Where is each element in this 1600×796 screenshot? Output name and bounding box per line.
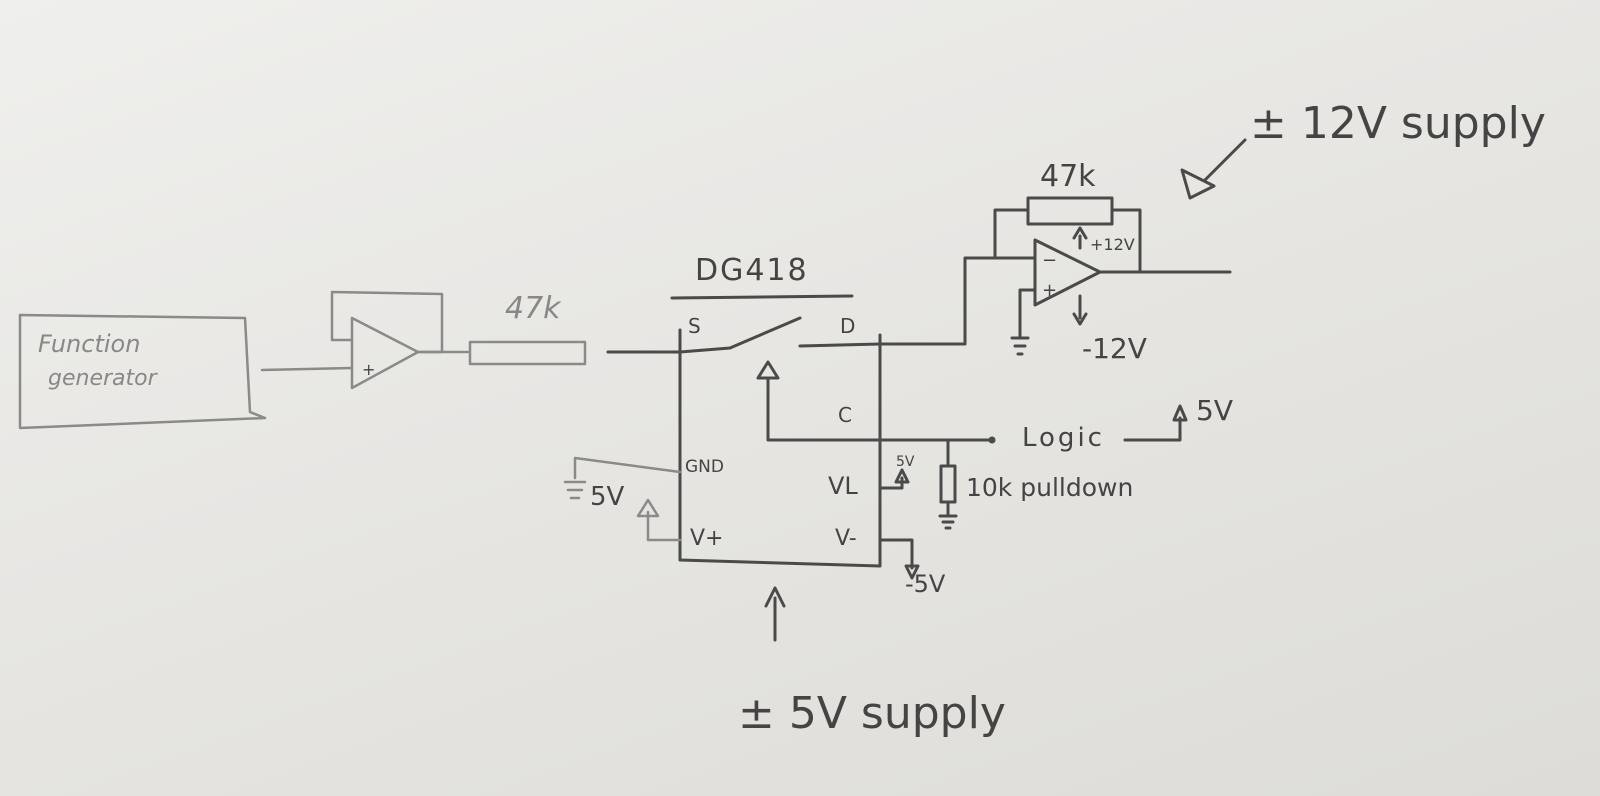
opamp-plus-label: +	[1042, 280, 1057, 301]
feedback-wire	[993, 208, 1142, 274]
output-opamp-stage: − + 47k +12V -12V	[878, 159, 1232, 365]
control-arrow-icon	[756, 360, 780, 380]
pos-supply-arrow-icon	[1072, 226, 1088, 250]
buffer-plus-sign: +	[362, 360, 375, 379]
function-generator-box: Function generator	[18, 313, 267, 430]
pointer-5v-arrow-icon	[764, 586, 786, 608]
vl-arrow-icon	[894, 468, 910, 484]
wire-d-to-opamp	[878, 256, 1037, 346]
opamp-minus-label: −	[1042, 250, 1057, 271]
vminus-arrow-icon	[904, 564, 920, 580]
opamp-pos-supply-label: +12V	[1090, 235, 1135, 254]
buffer-opamp: +	[330, 290, 470, 390]
vplus-arrow-icon	[636, 498, 660, 518]
pin-vminus-label: V-	[835, 526, 857, 551]
ic-name-label: DG418	[695, 253, 809, 288]
supply-5v-label: ± 5V supply	[738, 688, 1006, 739]
logic-5v-arrow-icon	[1172, 404, 1188, 422]
analog-switch	[728, 316, 802, 350]
opamp-neg-supply-label: -12V	[1082, 332, 1147, 365]
right-pin-wiring: 5V -5V	[878, 454, 946, 598]
logic-input: Logic 5V 10k pulldown	[878, 394, 1233, 530]
wire-resistor-to-switch	[606, 346, 732, 354]
pin-vl-label: VL	[828, 472, 858, 500]
supply-12v-annotation: ± 12V supply	[1180, 98, 1546, 200]
ground-icon	[563, 480, 587, 500]
pin-gnd-label: GND	[685, 457, 724, 477]
neg-supply-arrow-icon	[1072, 294, 1088, 326]
control-line	[766, 376, 942, 442]
opamp-ground-icon	[1010, 336, 1030, 356]
pin-d-label: D	[840, 314, 855, 338]
input-resistor: 47k	[468, 291, 587, 366]
gnd-pin-wiring: 5V	[563, 456, 682, 542]
function-generator-label-1: Function	[38, 330, 140, 358]
input-resistor-label: 47k	[505, 291, 562, 326]
output-opamp	[1033, 238, 1102, 307]
logic-label: Logic	[1022, 423, 1105, 453]
logic-level-label: 5V	[1196, 394, 1233, 427]
supply-12v-label: ± 12V supply	[1250, 98, 1546, 149]
function-generator-label-2: generator	[48, 366, 159, 391]
wire-fg-to-buffer	[260, 366, 354, 372]
feedback-resistor	[1026, 196, 1114, 226]
wire-switch-to-d	[798, 342, 882, 348]
logic-node	[988, 436, 996, 444]
pin-c-label: C	[838, 403, 852, 427]
feedback-resistor-label: 47k	[1040, 159, 1096, 194]
vl-supply-label: 5V	[896, 454, 915, 470]
pin-vplus-label: V+	[690, 526, 723, 551]
pointer-12v-line	[1203, 138, 1247, 182]
pulldown-label: 10k pulldown	[966, 473, 1133, 502]
pulldown-resistor	[939, 464, 957, 504]
pin-s-label: S	[688, 314, 701, 338]
dg418-chip: DG418 S D C GND V+ VL V-	[670, 253, 942, 568]
logic-to-5v-wire	[1123, 416, 1182, 442]
vminus-supply-label: -5V	[905, 570, 946, 598]
pointer-12v-arrow-icon	[1180, 168, 1216, 200]
supply-5v-annotation: ± 5V supply	[738, 586, 1006, 739]
opamp-ground-wire	[1018, 288, 1037, 338]
gnd-side-supply-label: 5V	[590, 482, 625, 512]
pulldown-ground-icon	[938, 500, 958, 530]
